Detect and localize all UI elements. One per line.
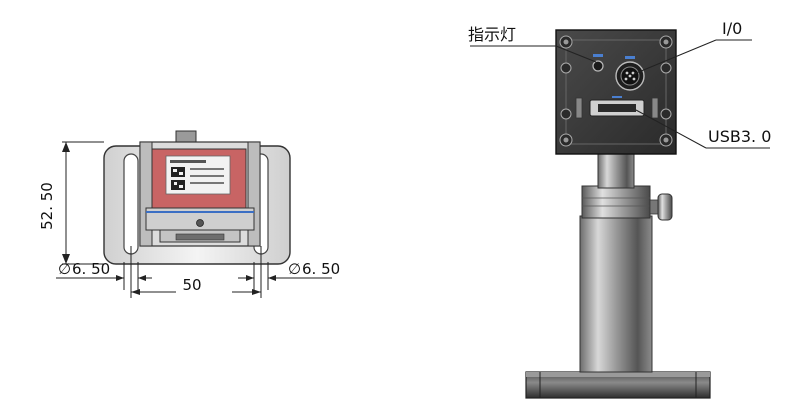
side-view: 指示灯 I/0 USB3. 0 bbox=[468, 19, 771, 399]
left-slot bbox=[123, 153, 139, 255]
front-view: 52. 50 ∅ 6. 50 50 bbox=[38, 130, 340, 298]
left-diameter-dimension: ∅ 6. 50 bbox=[56, 260, 152, 281]
usb-screw bbox=[575, 97, 583, 119]
height-dimension: 52. 50 bbox=[38, 141, 104, 265]
io-label: I/0 bbox=[722, 19, 742, 38]
usb-screw bbox=[651, 97, 659, 119]
indicator-label: 指示灯 bbox=[468, 25, 516, 44]
sticker-line bbox=[190, 175, 224, 177]
indicator-led-icon bbox=[592, 60, 604, 72]
top-knob bbox=[175, 130, 197, 144]
left-diameter-label: 6. 50 bbox=[72, 260, 110, 278]
usb-leader bbox=[635, 109, 770, 149]
indicator-leader bbox=[470, 45, 597, 63]
usb-marking bbox=[612, 96, 622, 98]
sticker-line bbox=[190, 168, 224, 170]
mount-foot-slot bbox=[175, 233, 225, 241]
locking-knob bbox=[657, 193, 673, 221]
width-dimension: 50 bbox=[131, 276, 261, 295]
right-diameter-dimension: ∅ 6. 50 bbox=[238, 260, 340, 281]
diameter-symbol: ∅ bbox=[288, 260, 301, 278]
usb-port-slot bbox=[598, 104, 636, 112]
io-leader bbox=[633, 39, 752, 75]
corner-screw-icon bbox=[559, 35, 673, 147]
height-dim-label: 52. 50 bbox=[38, 182, 56, 230]
camera-back-panel bbox=[565, 39, 667, 145]
mount-screw bbox=[196, 219, 204, 227]
io-marking bbox=[625, 56, 635, 59]
camera-body bbox=[555, 29, 677, 155]
sticker-line bbox=[190, 182, 224, 184]
stand-pillar bbox=[579, 215, 653, 373]
diameter-symbol: ∅ bbox=[58, 260, 71, 278]
stand-collar bbox=[581, 185, 651, 219]
sticker-line bbox=[170, 160, 206, 163]
qr-code-icon bbox=[171, 167, 185, 190]
right-diameter-label: 6. 50 bbox=[302, 260, 340, 278]
width-dim-label: 50 bbox=[182, 276, 201, 294]
stand-base-top bbox=[526, 372, 710, 377]
led-marking bbox=[593, 54, 603, 57]
usb-label: USB3. 0 bbox=[708, 127, 771, 146]
stand-post bbox=[597, 151, 635, 189]
